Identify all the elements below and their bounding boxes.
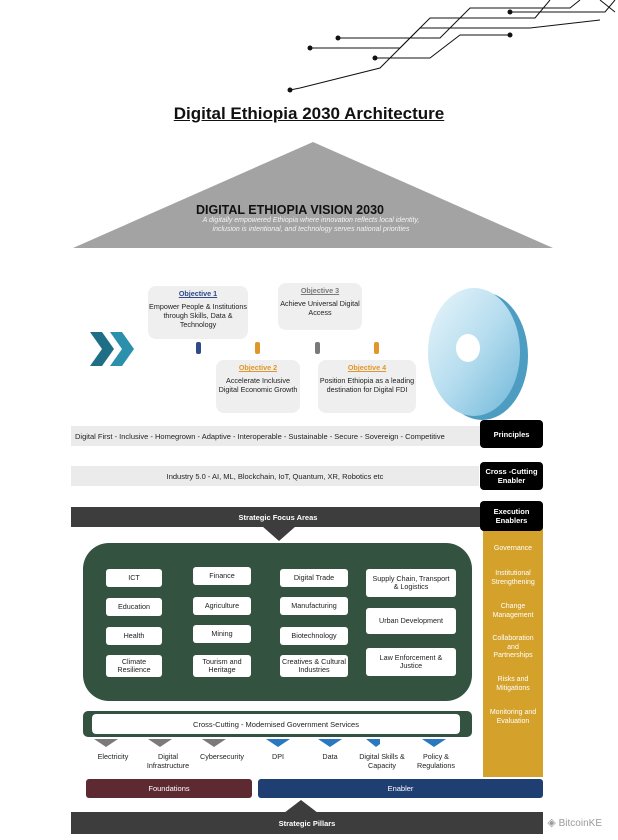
enabler-change-management: Change Management [492, 603, 534, 619]
enabler-bar: Enabler [258, 779, 543, 798]
focus-urban-development: Urban Development [366, 608, 456, 634]
objective-4-label: Objective 4 [347, 363, 387, 372]
objective-3-card: Objective 3 Achieve Universal Digital Ac… [278, 283, 362, 330]
focus-agriculture: Agriculture [193, 597, 251, 615]
enabler-governance: Governance [493, 545, 533, 552]
focus-ict: ICT [106, 569, 162, 587]
focus-manufacturing: Manufacturing [280, 597, 348, 615]
objective-1-label: Objective 1 [178, 289, 218, 298]
pillar-policy: Policy & Regulations [417, 752, 455, 770]
watermark-text: BitcoinKE [558, 818, 602, 829]
pillar-digital-skills: Digital Skills & Capacity [359, 752, 405, 770]
principles-tag: Principles [480, 420, 543, 448]
vision-title: DIGITAL ETHIOPIA VISION 2030 [195, 203, 384, 217]
focus-finance: Finance [193, 567, 251, 585]
focus-tourism-heritage: Tourism and Heritage [193, 655, 251, 677]
focus-education: Education [106, 598, 162, 616]
objective-3-marker [315, 342, 320, 354]
pillar-electricity: Electricity [97, 752, 129, 761]
objective-1-marker [196, 342, 201, 354]
pillar-markers [94, 739, 380, 747]
circuit-decoration [287, 0, 616, 93]
enabler-collaboration: Collaboration and Partnerships [492, 635, 534, 659]
pillar-digital-infrastructure: Digital Infrastructure [146, 752, 190, 770]
focus-biotechnology: Biotechnology [280, 627, 348, 645]
focus-mining: Mining [193, 625, 251, 643]
watermark-logo-icon: ◈ [547, 817, 556, 829]
cross-cutting-tag: Cross -Cutting Enabler [480, 462, 543, 490]
vision-subtitle: A digitally empowered Ethiopia where inn… [202, 217, 420, 233]
page-title: Digital Ethiopia 2030 Architecture [173, 104, 445, 123]
enabler-institutional-strengthening: Institutional Strengthening [491, 570, 535, 586]
focus-supply-chain: Supply Chain, Transport & Logistics [366, 569, 456, 597]
objective-1-card: Objective 1 Empower People & Institution… [148, 286, 248, 339]
cross-cutting-services-bar: Cross-Cutting - Modernised Government Se… [92, 714, 460, 734]
vision-roof [73, 142, 553, 248]
objective-1-text: Empower People & Institutions through Sk… [149, 302, 247, 329]
industry-bar: Industry 5.0 - AI, ML, Blockchain, IoT, … [71, 466, 479, 486]
watermark: ◈ BitcoinKE [547, 816, 602, 829]
focus-health: Health [106, 627, 162, 645]
foundations-bar: Foundations [86, 779, 252, 798]
focus-areas-title: Strategic Focus Areas [238, 512, 318, 522]
focus-header-pointer [262, 526, 296, 541]
objective-2-marker [255, 342, 260, 354]
focus-areas-header: Strategic Focus Areas [71, 507, 485, 527]
focus-law-enforcement: Law Enforcement & Justice [366, 648, 456, 676]
objective-4-card: Objective 4 Position Ethiopia as a leadi… [318, 360, 416, 413]
focus-digital-trade: Digital Trade [280, 569, 348, 587]
objective-3-label: Objective 3 [300, 286, 340, 295]
pillar-marker-policy [422, 739, 446, 747]
objective-2-label: Objective 2 [238, 363, 278, 372]
principles-bar: Digital First - Inclusive - Homegrown - … [71, 426, 483, 446]
pillar-cybersecurity: Cybersecurity [200, 752, 244, 761]
pillars-pointer [284, 800, 318, 813]
objective-4-text: Position Ethiopia as a leading destinati… [319, 376, 415, 394]
objective-2-text: Accelerate Inclusive Digital Economic Gr… [218, 376, 298, 394]
focus-creatives: Creatives & Cultural Industries [280, 655, 348, 677]
execution-enablers-column [483, 527, 543, 777]
strategic-pillars-label: Strategic Pillars [278, 818, 336, 828]
pillar-dpi: DPI [272, 752, 284, 761]
enabler-label: Enabler [387, 784, 414, 793]
strategic-pillars-bar: Strategic Pillars [71, 812, 543, 834]
principles-text: Digital First - Inclusive - Homegrown - … [75, 431, 445, 441]
foundations-label: Foundations [148, 784, 190, 793]
industry-text: Industry 5.0 - AI, ML, Blockchain, IoT, … [166, 471, 384, 481]
objective-4-marker [374, 342, 379, 354]
cross-cutting-services-text: Cross-Cutting - Modernised Government Se… [193, 719, 359, 729]
objective-3-text: Achieve Universal Digital Access [280, 299, 360, 317]
enabler-risks: Risks and Mitigations [496, 676, 530, 692]
execution-enablers-tag: Execution Enablers [480, 501, 543, 531]
chevron-arrow-icon [90, 332, 134, 366]
pillar-data: Data [322, 752, 338, 761]
enabler-monitoring: Monitoring and Evaluation [489, 709, 537, 725]
disc-icon [428, 288, 528, 420]
objective-2-card: Objective 2 Accelerate Inclusive Digital… [216, 360, 300, 413]
focus-climate-resilience: Climate Resilience [106, 655, 162, 677]
